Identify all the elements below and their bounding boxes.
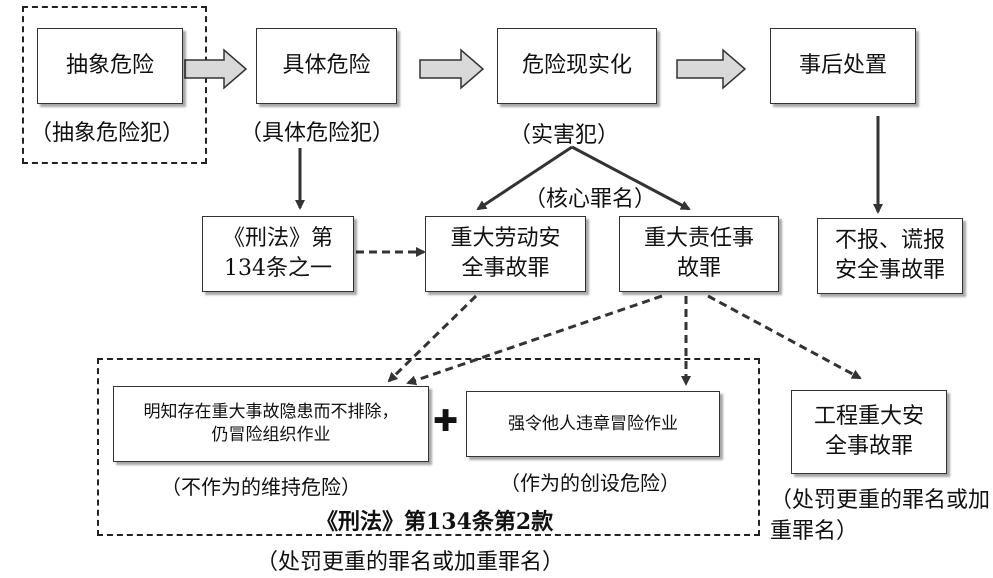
no-report-crime-box: 不报、谎报安全事故罪 xyxy=(817,218,963,294)
stage-arrow-1 xyxy=(184,48,248,90)
engineering-crime-label: 工程重大安全事故罪 xyxy=(813,404,924,459)
omission-act-box: 明知存在重大事故隐患而不排除，仍冒险组织作业 xyxy=(113,386,429,462)
art-134-1-label: 《刑法》第134条之一 xyxy=(222,226,333,281)
heavier-penalty-note-bottom: （处罚更重的罪名或加重罪名） xyxy=(256,550,565,575)
article-134-2-title: 《刑法》第134条第2款 xyxy=(316,509,554,535)
labor-safety-crime-label: 重大劳动安全事故罪 xyxy=(450,226,561,281)
omission-note: （不作为的维持危险） xyxy=(161,475,361,499)
abstract-danger-label: 抽象危险 xyxy=(65,53,154,79)
article-134-2-frame xyxy=(97,358,760,536)
command-act-box: 强令他人违章冒险作业 xyxy=(466,391,720,457)
stage-arrow-2 xyxy=(419,48,485,90)
no-report-crime-label: 不报、谎报安全事故罪 xyxy=(834,228,945,283)
abstract-danger-box: 抽象危险 xyxy=(37,28,183,104)
concrete-danger-label: 具体危险 xyxy=(282,53,371,79)
labor-safety-crime-box: 重大劳动安全事故罪 xyxy=(425,216,586,292)
danger-realized-box: 危险现实化 xyxy=(497,28,657,104)
engineering-crime-box: 工程重大安全事故罪 xyxy=(791,390,947,474)
concrete-danger-box: 具体危险 xyxy=(256,28,397,104)
liability-accident-crime-label: 重大责任事故罪 xyxy=(643,226,754,281)
art-134-1-box: 《刑法》第134条之一 xyxy=(202,216,354,292)
arrow-realized-to-liability xyxy=(571,145,691,211)
danger-realized-label: 危险现实化 xyxy=(521,53,632,79)
concrete-offense-note: （具体危险犯） xyxy=(240,121,395,146)
harm-offense-note: （实害犯） xyxy=(509,123,620,148)
abstract-offense-note: （抽象危险犯） xyxy=(30,121,185,146)
arrow-liability-to-omission xyxy=(406,294,663,386)
after-handling-label: 事后处置 xyxy=(798,53,887,79)
core-crime-label: （核心罪名） xyxy=(524,187,657,212)
command-act-label: 强令他人违章冒险作业 xyxy=(508,413,678,434)
after-handling-box: 事后处置 xyxy=(770,28,916,104)
heavier-penalty-note-right: （处罚更重的罪名或加重罪名） xyxy=(770,488,991,544)
command-note: （作为的创设危险） xyxy=(500,471,680,495)
arrow-liability-to-engineering xyxy=(707,294,862,380)
abstract-danger-frame xyxy=(22,6,207,164)
omission-act-label: 明知存在重大事故隐患而不排除，仍冒险组织作业 xyxy=(143,402,399,445)
arrow-labor-to-omission xyxy=(387,294,478,383)
arrow-realized-to-labor xyxy=(476,145,573,211)
plus-icon: ✚ xyxy=(433,404,459,439)
liability-accident-crime-box: 重大责任事故罪 xyxy=(619,216,779,292)
stage-arrow-3 xyxy=(676,48,747,90)
